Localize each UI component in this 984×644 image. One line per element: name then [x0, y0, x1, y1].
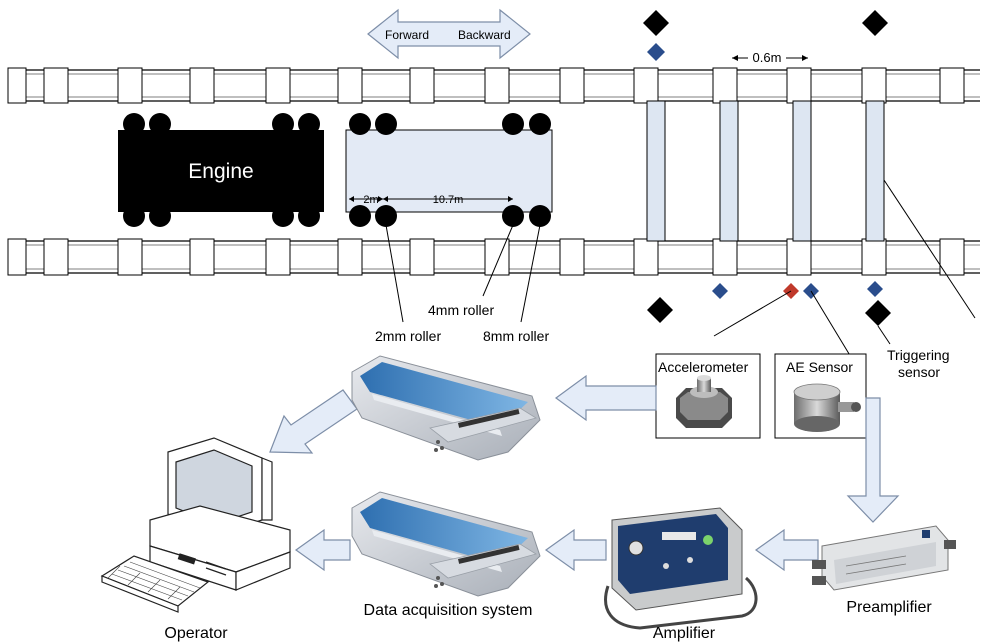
wagon: 2m 10.7m	[345, 113, 553, 227]
blue-marker-top	[647, 43, 665, 61]
trigger-marker-top-left	[643, 10, 669, 36]
bottom-rail-clips	[7, 238, 965, 276]
trigger-marker-top-right	[862, 10, 888, 36]
amplifier-device	[604, 507, 758, 630]
label-4mm-roller: 4mm roller	[428, 302, 494, 318]
engine-label: Engine	[188, 160, 253, 183]
label-preamplifier: Preamplifier	[846, 599, 932, 616]
label-spacing: 0.6m	[753, 50, 782, 65]
sensor-markers	[643, 10, 891, 326]
distance-10-7m: 10.7m	[433, 194, 464, 206]
arrow-daq-to-operator	[269, 389, 358, 454]
trigger-marker-bottom-left	[647, 297, 673, 323]
label-operator: Operator	[164, 625, 228, 642]
blue-marker-bottom-1	[712, 283, 728, 299]
arrow-amp-to-daq	[544, 528, 607, 572]
label-data-acquisition: Data acquisition system	[364, 602, 533, 619]
label-forward: Forward	[385, 28, 429, 42]
ae-sensor-box: AE Sensor	[774, 353, 867, 439]
preamplifier-device	[812, 525, 956, 591]
distance-2m: 2m	[363, 194, 378, 206]
daq-device-top	[351, 355, 541, 461]
label-2mm-roller: 2mm roller	[375, 328, 441, 344]
engine: Engine	[118, 113, 324, 227]
trigger-marker-bottom-right	[865, 300, 891, 326]
arrow-daq-to-pc	[294, 528, 351, 572]
direction-arrow: Forward Backward	[367, 8, 531, 60]
arrow-preamp-to-amp	[754, 528, 819, 572]
label-amplifier: Amplifier	[653, 625, 716, 642]
blue-marker-bottom-2	[867, 281, 883, 297]
arrow-accel-to-daq	[554, 374, 657, 422]
flow-arrows	[269, 374, 900, 572]
label-8mm-roller: 8mm roller	[483, 328, 549, 344]
label-accelerometer: Accelerometer	[658, 359, 749, 375]
spacing-dimension: 0.6m	[732, 50, 808, 65]
daq-device-bottom	[351, 491, 541, 597]
label-backward: Backward	[458, 28, 511, 42]
roller-callouts	[385, 224, 541, 323]
operator-computer	[100, 437, 291, 613]
label-ae-sensor: AE Sensor	[786, 359, 853, 375]
accelerometer-box: Accelerometer	[655, 353, 761, 439]
label-triggering-sensor: sensor	[898, 364, 940, 380]
sleepers	[646, 100, 885, 242]
sensor-leader-lines	[713, 179, 976, 373]
arrow-ae-to-preamp	[846, 397, 900, 523]
top-rail-clips	[7, 67, 965, 104]
label-triggering: Triggering	[887, 347, 950, 363]
